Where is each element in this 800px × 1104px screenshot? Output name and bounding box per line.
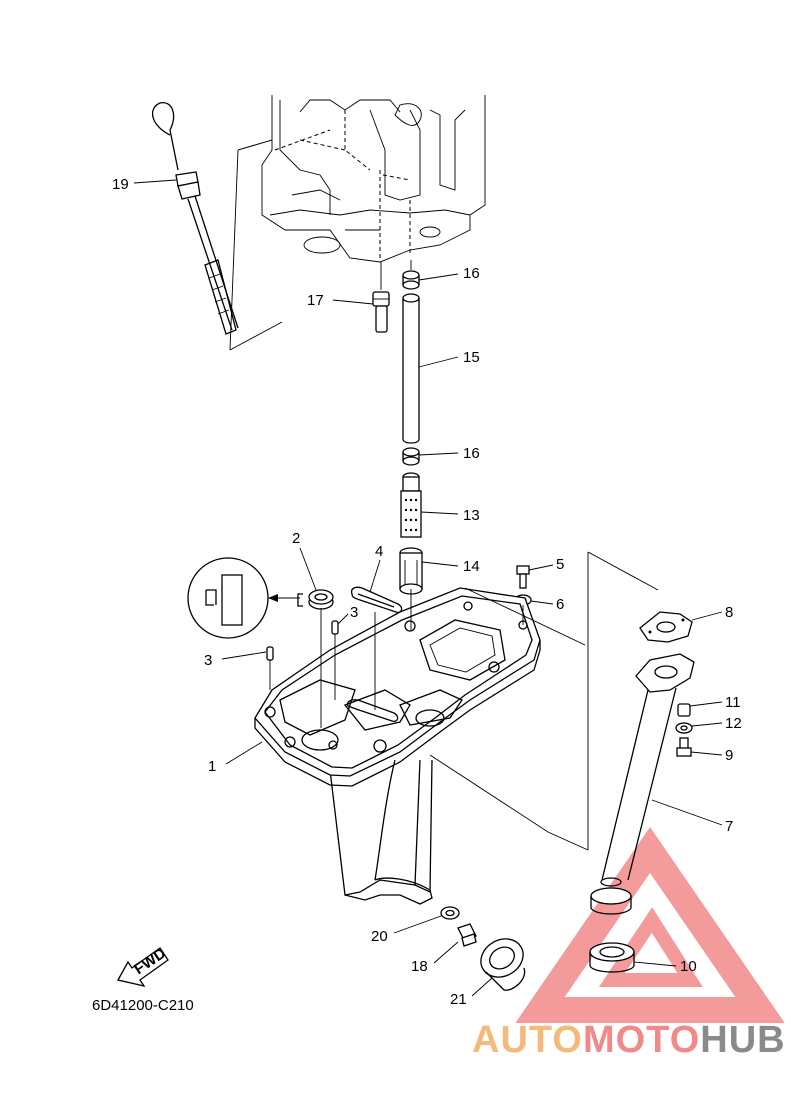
part-4-gasket	[350, 586, 403, 613]
watermark-moto: MOTO	[583, 1019, 700, 1061]
watermark-logo	[515, 827, 785, 1023]
callout-8: 8	[725, 604, 733, 621]
callout-labels: 19 17 16 15 16 13 14 2 4 3 3 1 5 6 8 11 …	[112, 176, 742, 1008]
part-2-seal	[308, 589, 334, 610]
callout-10: 10	[680, 958, 697, 975]
svg-text:AUTOMOTOHUB: AUTOMOTOHUB	[472, 1019, 786, 1061]
part-9-bolt	[676, 737, 692, 757]
fwd-arrow: FWD	[117, 945, 169, 988]
part-14-holder	[399, 547, 423, 595]
callout-11: 11	[725, 694, 741, 711]
callout-16-upper: 16	[463, 265, 480, 282]
callout-20: 21	[450, 991, 467, 1008]
callout-9: 9	[725, 747, 733, 764]
assembly-guide-lines	[269, 260, 659, 851]
watermark-triangle-outer	[515, 827, 785, 1023]
part-10-grommet	[589, 942, 635, 973]
part-16-grommet-lower	[402, 447, 420, 466]
part-7-exhaust-pipe	[590, 653, 695, 915]
callout-4: 4	[375, 543, 383, 560]
part-15-pipe	[402, 293, 420, 444]
part-16-grommet-upper	[402, 270, 420, 290]
part-11-nut	[677, 703, 691, 717]
diagram-code: 6D41200-C210	[92, 997, 194, 1014]
engine-block-outline	[261, 95, 486, 263]
part-21-dipstick	[151, 102, 239, 335]
callout-15: 15	[463, 349, 480, 366]
part-12-washer	[675, 722, 693, 734]
detail-view-circle	[187, 557, 303, 639]
leader-lines	[133, 179, 723, 997]
callout-18: 18	[411, 958, 428, 975]
callout-14: 14	[463, 558, 480, 575]
callout-12: 12	[725, 715, 742, 732]
part-3-dowel-pin-lower	[266, 646, 274, 661]
callout-19: 20	[371, 928, 388, 945]
callout-7: 7	[725, 818, 733, 835]
callout-16-lower: 16	[463, 445, 480, 462]
part-8-gasket	[639, 611, 693, 643]
part-5-bolt	[516, 565, 530, 589]
part-20-seal	[480, 938, 526, 991]
callout-5: 5	[556, 556, 564, 573]
callout-2: 2	[292, 530, 300, 547]
watermark-auto: AUTO	[472, 1019, 583, 1061]
callout-13: 13	[463, 507, 480, 524]
part-1-upper-casing	[254, 587, 541, 905]
callout-6: 6	[556, 596, 564, 613]
callout-1: 1	[208, 758, 216, 775]
watermark-text: AUTOMOTOHUB	[472, 1019, 786, 1061]
part-13-strainer	[400, 472, 422, 538]
callout-3-lower: 3	[204, 652, 212, 669]
callout-3-upper: 3	[350, 604, 358, 621]
part-17-plug	[372, 291, 390, 333]
part-19-gasket	[440, 906, 460, 920]
callout-17: 17	[307, 292, 324, 309]
part-3-dowel-pin-upper	[331, 620, 339, 635]
part-18-drain-bolt	[457, 923, 477, 947]
watermark-hub: HUB	[700, 1019, 785, 1061]
callout-21: 19	[112, 176, 129, 193]
dipstick-bracket-lines	[229, 139, 283, 351]
